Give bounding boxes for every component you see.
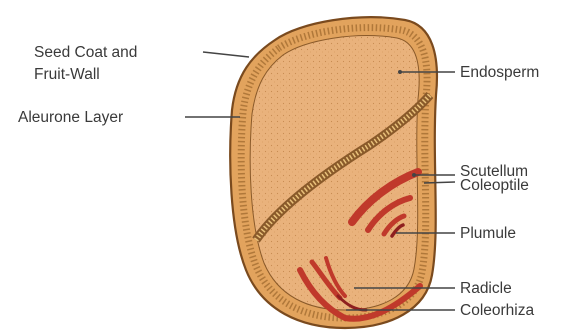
leader-seed-coat xyxy=(203,52,249,57)
label-coleorhiza: Coleorhiza xyxy=(460,302,534,319)
label-coleoptile: Coleoptile xyxy=(460,177,529,194)
label-plumule: Plumule xyxy=(460,225,516,242)
label-radicle: Radicle xyxy=(460,280,512,297)
label-aleurone-layer: Aleurone Layer xyxy=(18,109,123,126)
leader-coleoptile xyxy=(424,182,455,183)
label-seed-coat-line2: Fruit-Wall xyxy=(34,66,100,83)
label-endosperm: Endosperm xyxy=(460,64,539,81)
label-seed-coat-line1: Seed Coat and xyxy=(34,44,137,61)
